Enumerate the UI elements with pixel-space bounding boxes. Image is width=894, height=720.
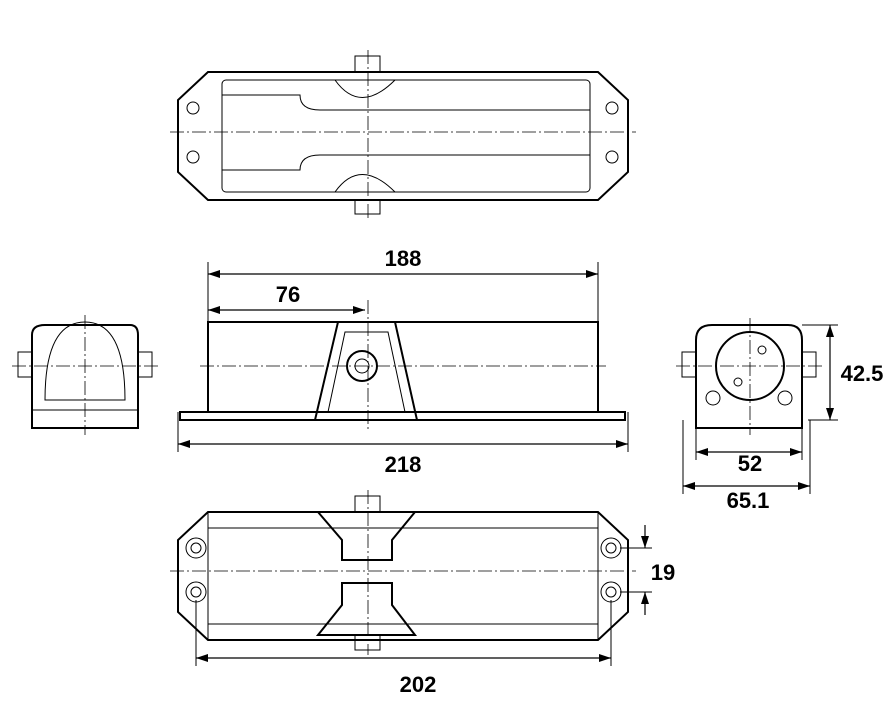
dimension-65-1: 65.1 — [727, 488, 770, 513]
bottom-view — [170, 490, 652, 666]
left-side-view — [12, 315, 158, 435]
dimension-218: 218 — [385, 452, 422, 477]
front-view — [177, 262, 629, 452]
dimension-42-5: 42.5 — [841, 361, 884, 386]
top-view — [170, 50, 636, 220]
dimension-19: 19 — [651, 560, 675, 585]
right-side-view — [676, 318, 838, 494]
dimension-202: 202 — [400, 672, 437, 697]
dimension-188: 188 — [385, 246, 422, 271]
dimension-76: 76 — [276, 282, 300, 307]
dimension-52: 52 — [738, 451, 762, 476]
